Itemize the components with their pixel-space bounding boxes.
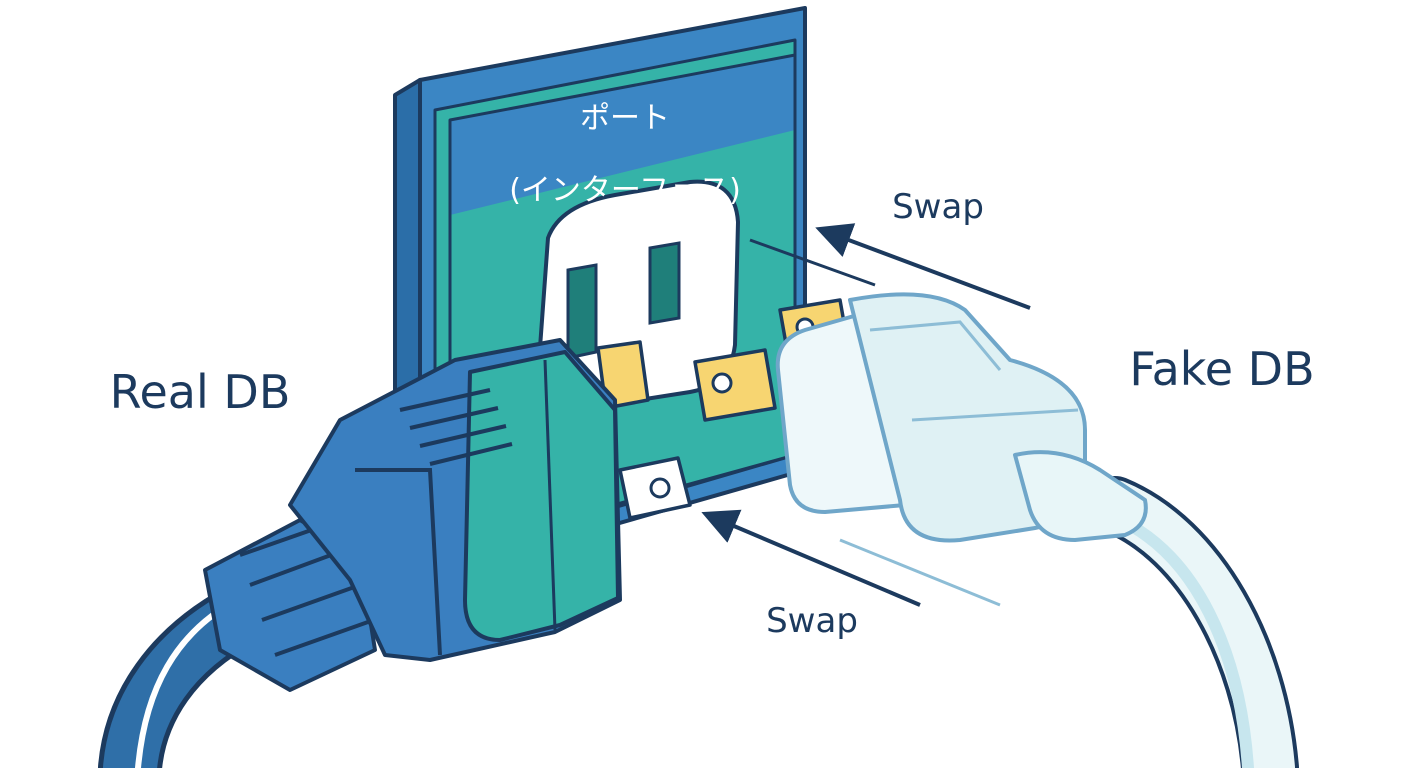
swap-arrow-icon: [701, 223, 1031, 607]
port-label-line2: (インターフェス): [509, 173, 741, 208]
swap-label-top: Swap: [892, 187, 984, 227]
fake-db-plug-icon: [693, 292, 1148, 543]
port-label-line1: ポート: [580, 101, 670, 136]
real-db-plug-icon: [203, 338, 692, 692]
fake-db-label: Fake DB: [1129, 342, 1314, 396]
fake-db-cable: [1086, 476, 1299, 768]
real-db-label: Real DB: [110, 365, 291, 419]
swap-label-bottom: Swap: [766, 601, 858, 641]
